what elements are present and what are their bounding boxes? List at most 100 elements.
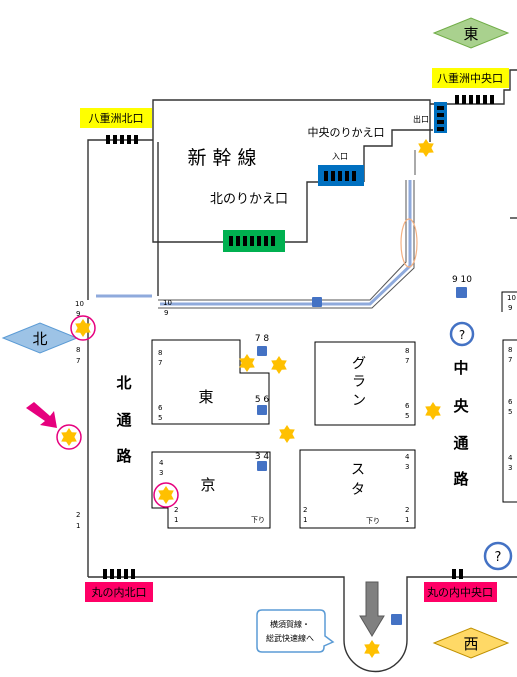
svg-text:3: 3 — [159, 469, 163, 477]
down-arrow-icon — [359, 581, 385, 637]
info-icon-upper[interactable]: ? — [449, 321, 475, 347]
block-east-label: 東 — [198, 388, 213, 406]
exit-yaesu-north[interactable]: 八重洲北口 — [80, 108, 152, 128]
info-icon-lower[interactable]: ? — [483, 541, 513, 571]
central-transfer-exit-label: 出口 — [413, 114, 429, 124]
block-gran-label: グ ラ ン — [352, 356, 366, 409]
svg-text:中: 中 — [453, 359, 468, 377]
elevator-icon — [257, 461, 267, 471]
svg-text:北: 北 — [116, 374, 131, 392]
exit-marunouchi-north-label: 丸の内北口 — [92, 585, 147, 599]
svg-text:4: 4 — [508, 454, 513, 462]
shinkansen-title: 新 幹 線 — [187, 147, 256, 169]
compass-east: 東 — [432, 17, 510, 49]
svg-text:ン: ン — [352, 393, 366, 409]
exit-marunouchi-central-label: 丸の内中央口 — [427, 585, 493, 599]
svg-text:通: 通 — [116, 411, 131, 429]
central-transfer-entrance-label: 入口 — [332, 152, 348, 161]
svg-text:グ: グ — [352, 356, 366, 372]
star-icon — [158, 486, 174, 504]
svg-text:2: 2 — [303, 506, 307, 514]
highlight-circle — [70, 315, 96, 341]
north-passage-label: 北 通 路 — [116, 374, 132, 465]
svg-text:1: 1 — [405, 516, 409, 524]
svg-text:3: 3 — [405, 463, 409, 471]
block-sta — [299, 449, 416, 529]
svg-text:5: 5 — [405, 412, 409, 420]
elevator-icon — [257, 346, 267, 356]
svg-text:3: 3 — [508, 464, 512, 472]
gate-yaesu-north — [106, 135, 138, 144]
svg-text:?: ? — [459, 328, 465, 342]
svg-text:10: 10 — [507, 294, 516, 302]
block-kyo-label: 京 — [200, 476, 215, 494]
svg-text:ス: ス — [351, 462, 365, 478]
svg-text:9 10: 9 10 — [452, 275, 472, 285]
star-icon — [279, 425, 295, 443]
exit-marunouchi-north[interactable]: 丸の内北口 — [85, 582, 153, 602]
exit-marunouchi-central[interactable]: 丸の内中央口 — [424, 582, 497, 602]
svg-text:1: 1 — [174, 516, 178, 524]
svg-text:2: 2 — [76, 511, 80, 519]
highlight-circle — [56, 424, 82, 450]
svg-text:7: 7 — [508, 356, 512, 364]
star-icon — [364, 640, 380, 658]
gate-north-transfer[interactable] — [223, 230, 285, 252]
svg-text:7: 7 — [158, 359, 162, 367]
callout-yokosuka-sobu[interactable]: 横須賀線・ 総武快速線へ — [256, 609, 335, 653]
exit-yaesu-central[interactable]: 八重洲中央口 — [432, 68, 509, 88]
gate-marunouchi-central — [452, 569, 463, 579]
compass-west-label: 西 — [463, 635, 478, 653]
svg-text:2: 2 — [405, 506, 409, 514]
elevator-icon — [257, 405, 267, 415]
shinkansen-corridor-lines — [158, 150, 416, 309]
pointer-arrow-icon — [26, 402, 57, 428]
highlight-circles — [56, 315, 179, 508]
callout-line-2: 総武快速線へ — [266, 633, 314, 643]
shinkansen-corridor-path — [96, 180, 412, 306]
star-icon — [425, 402, 441, 420]
gate-central-transfer-exit[interactable] — [434, 102, 447, 133]
block-gran — [314, 341, 416, 426]
svg-text:路: 路 — [116, 447, 132, 465]
svg-text:10: 10 — [75, 300, 84, 308]
central-passage-label: 中 央 通 路 — [453, 359, 469, 488]
svg-text:8: 8 — [76, 346, 80, 354]
svg-text:1: 1 — [76, 522, 80, 530]
callout-line-1: 横須賀線・ — [270, 619, 310, 629]
elevator-icon — [391, 614, 402, 625]
svg-text:7 8: 7 8 — [255, 334, 270, 344]
svg-text:8: 8 — [508, 346, 512, 354]
central-transfer-label: 中央のりかえ口 — [308, 126, 385, 139]
star-icon — [271, 356, 287, 374]
elevator-icons — [257, 287, 467, 625]
svg-text:6: 6 — [158, 404, 163, 412]
block-kyo-down-label: 下り — [251, 516, 265, 524]
star-icon — [418, 139, 434, 157]
svg-text:8: 8 — [158, 349, 162, 357]
block-east — [151, 339, 270, 425]
svg-text:7: 7 — [76, 357, 80, 365]
svg-text:路: 路 — [453, 470, 469, 488]
svg-text:6: 6 — [508, 398, 513, 406]
svg-text:1: 1 — [303, 516, 307, 524]
gate-yaesu-central — [455, 95, 494, 104]
svg-text:2: 2 — [174, 506, 178, 514]
block-sta-down-label: 下り — [366, 517, 380, 525]
platform-numbers: 10 9 8 7 2 1 10 9 8 7 6 5 7 8 5 6 3 4 4 … — [75, 275, 516, 530]
svg-text:4: 4 — [159, 459, 164, 467]
svg-text:9: 9 — [164, 309, 168, 317]
block-kyo — [151, 451, 271, 529]
star-icon — [239, 354, 255, 372]
svg-text:ラ: ラ — [352, 374, 366, 390]
exit-yaesu-north-label: 八重洲北口 — [89, 111, 144, 125]
star-markers — [61, 139, 441, 658]
elevator-icon — [312, 297, 322, 307]
svg-text:3 4: 3 4 — [255, 452, 270, 462]
svg-text:通: 通 — [453, 434, 468, 452]
compass-north: 北 — [1, 322, 79, 354]
svg-text:タ: タ — [351, 482, 365, 498]
svg-text:9: 9 — [76, 310, 80, 318]
gate-central-transfer-entrance[interactable] — [318, 165, 364, 186]
